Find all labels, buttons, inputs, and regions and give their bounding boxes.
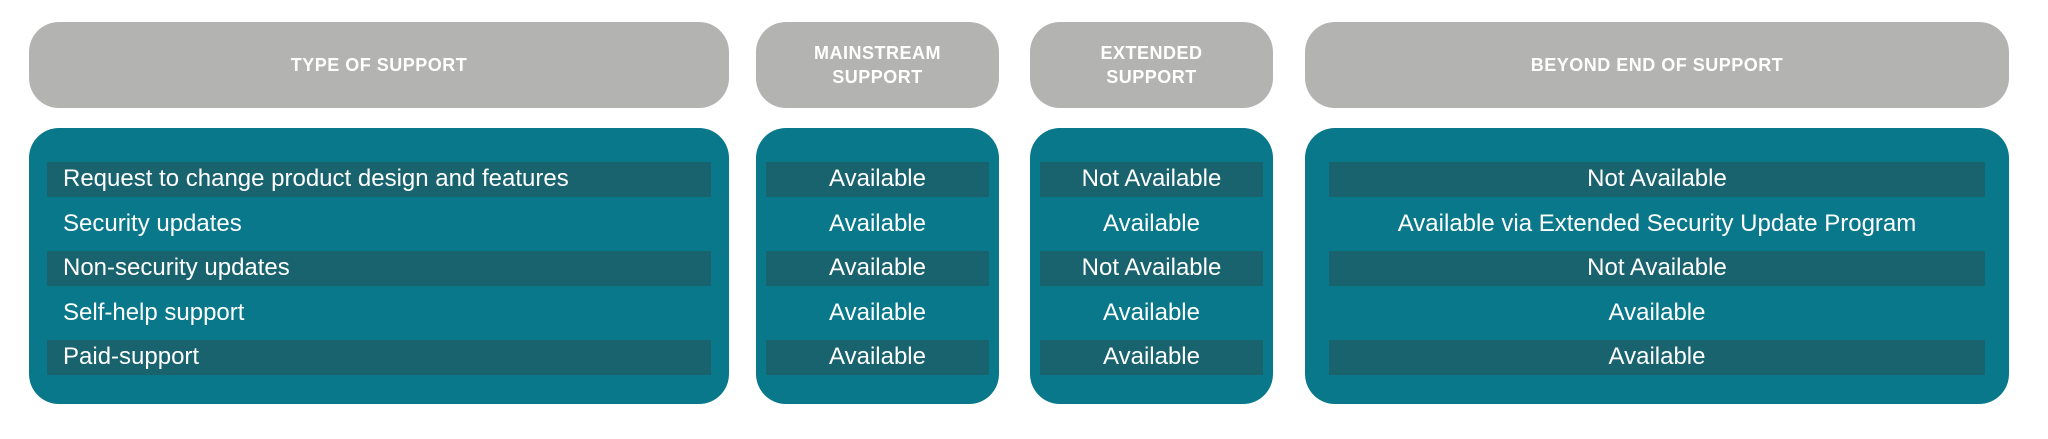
- table-cell: Available: [766, 251, 989, 286]
- table-cell: Available: [1040, 340, 1263, 375]
- header-label: MAINSTREAM SUPPORT: [814, 43, 941, 87]
- table-cell: Not Available: [1329, 162, 1985, 197]
- table-cell: Available: [1608, 298, 1706, 326]
- table-cell: Available: [829, 209, 926, 237]
- beyond-end-of-support-column: Not Available Available via Extended Sec…: [1305, 128, 2009, 404]
- table-cell: Available: [1103, 209, 1200, 237]
- table-cell: Self-help support: [63, 298, 245, 326]
- table-cell: Security updates: [63, 209, 242, 237]
- table-cell: Not Available: [1040, 251, 1263, 286]
- header-mainstream-support: MAINSTREAM SUPPORT: [756, 22, 999, 108]
- header-label: EXTENDED SUPPORT: [1100, 43, 1203, 87]
- table-cell: Not Available: [1329, 251, 1985, 286]
- table-cell: Available via Extended Security Update P…: [1397, 209, 1917, 237]
- mainstream-support-column: Available Available Available Available …: [756, 128, 999, 404]
- extended-support-column: Not Available Available Not Available Av…: [1030, 128, 1273, 404]
- header-extended-support: EXTENDED SUPPORT: [1030, 22, 1273, 108]
- table-cell: Request to change product design and fea…: [47, 162, 711, 197]
- header-beyond-end-of-support: BEYOND END OF SUPPORT: [1305, 22, 2009, 108]
- table-cell: Non-security updates: [47, 251, 711, 286]
- table-cell: Not Available: [1040, 162, 1263, 197]
- table-cell: Available: [1329, 340, 1985, 375]
- header-label: TYPE OF SUPPORT: [290, 55, 468, 75]
- header-type-of-support: TYPE OF SUPPORT: [29, 22, 729, 108]
- header-label: BEYOND END OF SUPPORT: [1530, 55, 1784, 75]
- table-cell: Paid-support: [47, 340, 711, 375]
- table-cell: Available: [1103, 298, 1200, 326]
- type-of-support-column: Request to change product design and fea…: [29, 128, 729, 404]
- table-cell: Available: [766, 340, 989, 375]
- table-cell: Available: [829, 298, 926, 326]
- table-cell: Available: [766, 162, 989, 197]
